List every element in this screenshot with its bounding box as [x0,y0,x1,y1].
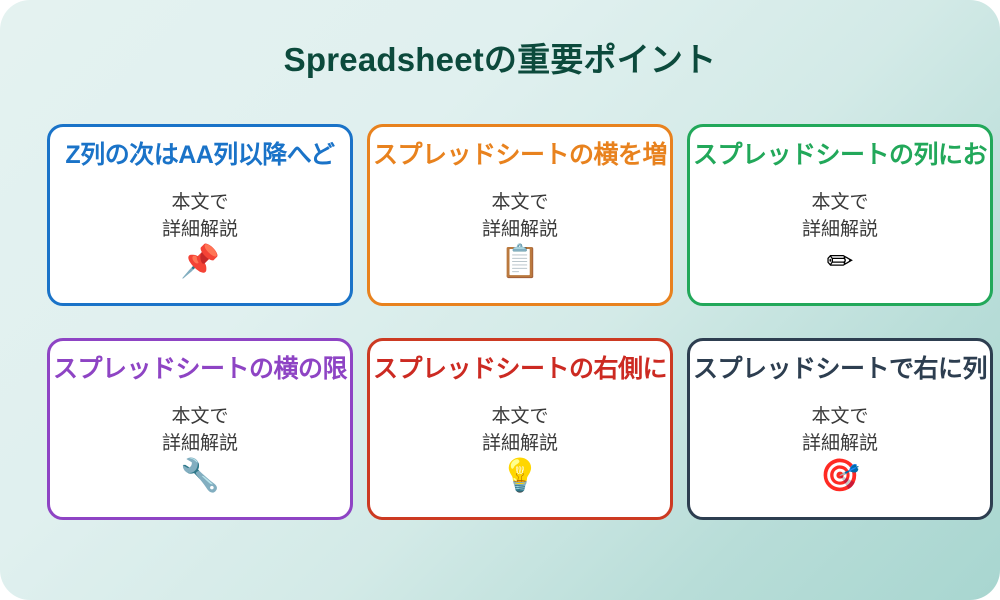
point-card-2[interactable]: スプレッドシートの横を増 本文で 詳細解説 📋 [367,124,673,306]
point-card-4-title: スプレッドシートの横の限 [52,355,348,383]
point-card-5-title: スプレッドシートの右側に [372,355,668,383]
point-card-1-title: Z列の次はAA列以降へど [65,141,335,169]
pushpin-icon: 📌 [180,242,220,280]
point-card-2-body: 本文で 詳細解説 [481,191,558,240]
card-grid: Z列の次はAA列以降へど 本文で 詳細解説 📌 スプレッドシートの横を増 本文で… [47,124,993,520]
wrench-icon: 🔧 [180,456,220,494]
point-card-4-body: 本文で 詳細解説 [161,405,238,454]
point-card-1-body: 本文で 詳細解説 [161,191,238,240]
point-card-5-body: 本文で 詳細解説 [481,405,558,454]
dart-target-icon: 🎯 [820,456,860,494]
point-card-1[interactable]: Z列の次はAA列以降へど 本文で 詳細解説 📌 [47,124,353,306]
point-card-3-title: スプレッドシートの列にお [692,141,988,169]
point-card-3-body: 本文で 詳細解説 [801,191,878,240]
point-card-5[interactable]: スプレッドシートの右側に 本文で 詳細解説 💡 [367,338,673,520]
lightbulb-icon: 💡 [500,456,540,494]
page-title: Spreadsheetの重要ポイント [283,41,717,78]
clipboard-icon: 📋 [500,242,540,280]
point-card-4[interactable]: スプレッドシートの横の限 本文で 詳細解説 🔧 [47,338,353,520]
point-card-3[interactable]: スプレッドシートの列にお 本文で 詳細解説 ✏ [687,124,993,306]
point-card-6-body: 本文で 詳細解説 [801,405,878,454]
point-card-6-title: スプレッドシートで右に列 [692,355,988,383]
point-card-6[interactable]: スプレッドシートで右に列 本文で 詳細解説 🎯 [687,338,993,520]
point-card-2-title: スプレッドシートの横を増 [372,141,668,169]
pencil-icon: ✏ [826,242,854,280]
